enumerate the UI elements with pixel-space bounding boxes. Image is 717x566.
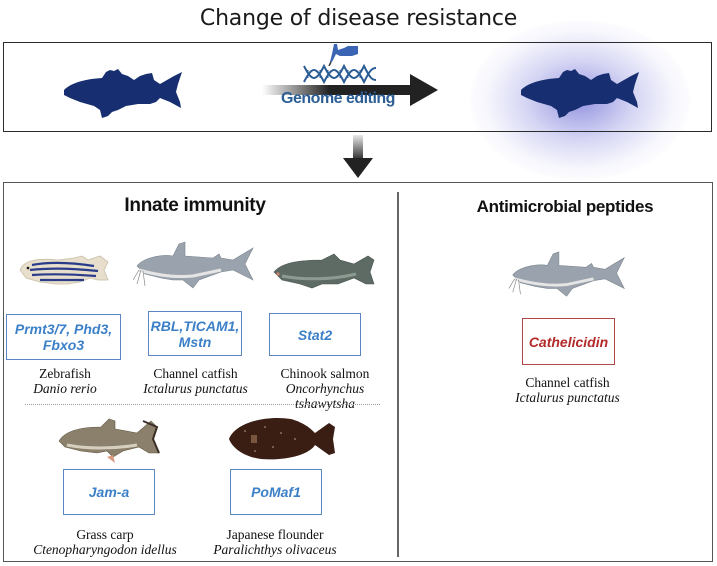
- scientific-name: Ictalurus punctatus: [515, 390, 620, 405]
- channel-catfish-image-amp: [508, 251, 625, 297]
- common-name: Grass carp: [76, 527, 134, 542]
- genome-editing-panel: [3, 42, 712, 132]
- species-label-japanese-flounder: Japanese flounder Paralichthys olivaceus: [205, 527, 345, 557]
- section-divider: [397, 192, 399, 557]
- fish-silhouette-icon: [64, 69, 182, 118]
- hand-pen-icon: [328, 44, 358, 66]
- arrow-shaft: [262, 85, 412, 95]
- immunity-panel: [3, 182, 713, 562]
- gene-box-chinook-salmon: Stat2: [269, 313, 361, 356]
- dotted-separator: [25, 404, 380, 405]
- japanese-flounder-image: [229, 417, 335, 460]
- gene-box-channel-catfish: RBL,TICAM1, Mstn: [148, 311, 242, 356]
- common-name: Japanese flounder: [226, 527, 324, 542]
- grass-carp-image: [58, 418, 160, 463]
- channel-catfish-image: [133, 241, 254, 289]
- genome-editing-label: Genome editing: [281, 90, 395, 107]
- figure-title: Change of disease resistance: [199, 6, 518, 31]
- scientific-name: Oncorhynchus tshawytsha: [285, 381, 365, 411]
- common-name: Channel catfish: [525, 375, 610, 390]
- gene-box-cathelicidin: Cathelicidin: [522, 318, 615, 365]
- dna-helix-icon: [303, 64, 377, 84]
- chinook-salmon-image: [273, 253, 375, 289]
- gene-box-japanese-flounder: PoMaf1: [230, 469, 322, 515]
- scientific-name: Paralichthys olivaceus: [213, 542, 337, 557]
- down-arrow-icon: [343, 158, 373, 178]
- species-label-chinook-salmon: Chinook salmon Oncorhynchus tshawytsha: [255, 366, 395, 411]
- antimicrobial-peptides-title: Antimicrobial peptides: [476, 197, 654, 216]
- gene-box-grass-carp: Jam-a: [63, 469, 155, 515]
- zebrafish-image: [19, 255, 109, 285]
- glowing-fish-silhouette-icon: [521, 69, 639, 118]
- down-arrow-shaft: [353, 135, 363, 161]
- common-name: Chinook salmon: [280, 366, 370, 381]
- common-name: Channel catfish: [153, 366, 238, 381]
- scientific-name: Ictalurus punctatus: [143, 381, 248, 396]
- innate-immunity-title: Innate immunity: [124, 195, 266, 216]
- species-label-grass-carp: Grass carp Ctenopharyngodon idellus: [30, 527, 180, 557]
- species-label-channel-catfish: Channel catfish Ictalurus punctatus: [133, 366, 258, 396]
- scientific-name: Danio rerio: [33, 381, 97, 396]
- common-name: Zebrafish: [39, 366, 91, 381]
- right-arrow-icon: [410, 74, 438, 106]
- gene-box-zebrafish: Prmt3/7, Phd3, Fbxo3: [6, 314, 121, 360]
- species-label-zebrafish: Zebrafish Danio rerio: [10, 366, 120, 396]
- species-label-channel-catfish-amp: Channel catfish Ictalurus punctatus: [500, 375, 635, 405]
- scientific-name: Ctenopharyngodon idellus: [33, 542, 177, 557]
